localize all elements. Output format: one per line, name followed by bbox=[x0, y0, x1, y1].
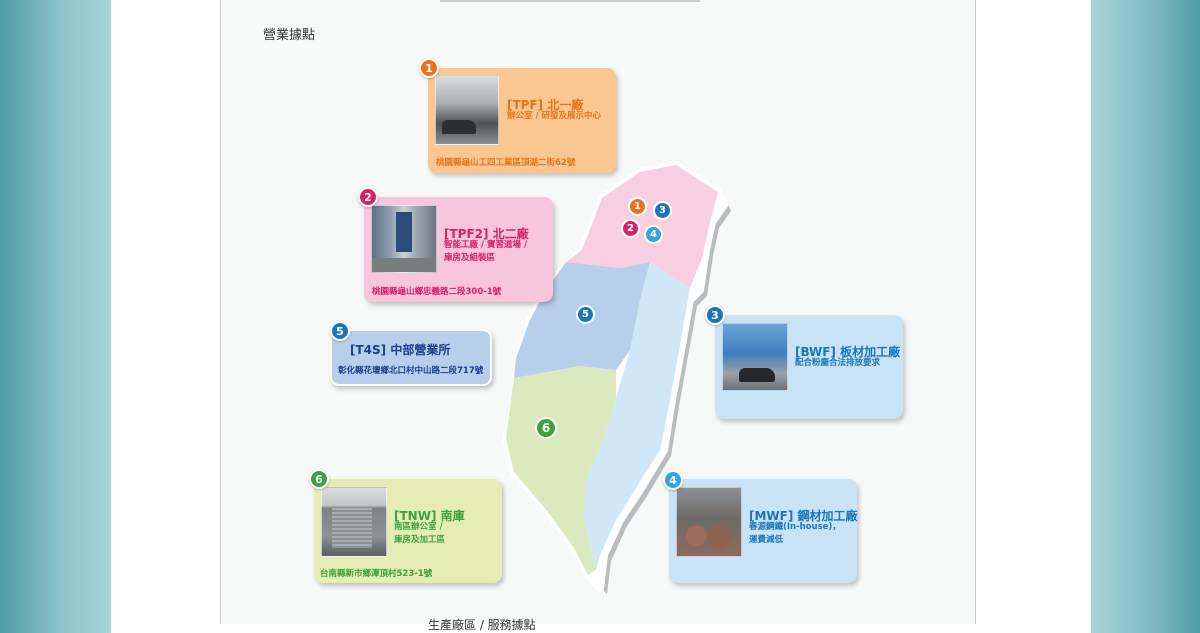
location-card-mwf[interactable]: [MWF] 鋼材加工廠 春源鋼鐵(In-house)， 運費減低 bbox=[669, 479, 858, 583]
location-badge-2: 2 bbox=[358, 187, 378, 207]
map-region-south bbox=[506, 366, 616, 575]
location-name: [TPF2] 北二廠 bbox=[444, 227, 529, 241]
location-name: [BWF] 板材加工廠 bbox=[795, 345, 901, 359]
location-card-t4s[interactable]: [T4S] 中部營業所 彰化縣花壇鄉北口村中山路二段717號 bbox=[330, 329, 492, 386]
location-badge-5: 5 bbox=[330, 321, 350, 341]
location-badge-1: 1 bbox=[419, 58, 439, 78]
location-desc: 南區辦公室 / 庫房及加工區 bbox=[394, 522, 446, 545]
map-marker-2[interactable]: 2 bbox=[621, 219, 640, 238]
location-card-tnw[interactable]: [TNW] 南庫 南區辦公室 / 庫房及加工區 台南縣新市鄉潭頂村523-1號 bbox=[314, 479, 502, 583]
map-marker-5[interactable]: 5 bbox=[576, 305, 595, 324]
map-marker-1[interactable]: 1 bbox=[628, 197, 647, 216]
location-desc: 配合粉塵合法排放要求 bbox=[795, 358, 881, 368]
location-address: 桃園縣龜山工四工業區頂湖二街62號 bbox=[436, 158, 576, 168]
location-badge-3: 3 bbox=[705, 305, 725, 325]
map-region-east bbox=[584, 262, 690, 570]
location-name: [TNW] 南庫 bbox=[394, 509, 465, 523]
location-name: [T4S] 中部營業所 bbox=[350, 343, 451, 357]
location-desc: 辦公室 / 研發及展示中心 bbox=[507, 111, 602, 121]
location-card-tpf[interactable]: [TPF] 北一廠 辦公室 / 研發及展示中心 桃園縣龜山工四工業區頂湖二街62… bbox=[428, 68, 616, 173]
bwf-photo bbox=[722, 323, 788, 391]
map-marker-6[interactable]: 6 bbox=[535, 417, 557, 439]
location-address: 彰化縣花壇鄉北口村中山路二段717號 bbox=[338, 366, 484, 376]
map-marker-3[interactable]: 3 bbox=[653, 201, 672, 220]
map-marker-4[interactable]: 4 bbox=[644, 225, 663, 244]
top-divider bbox=[440, 0, 700, 2]
location-badge-4: 4 bbox=[663, 470, 683, 490]
location-card-bwf[interactable]: [BWF] 板材加工廠 配合粉塵合法排放要求 bbox=[715, 315, 903, 419]
section-title: 營業據點 bbox=[263, 28, 316, 43]
location-address: 桃園縣龜山鄉忠義路二段300-1號 bbox=[372, 287, 502, 297]
mwf-photo bbox=[676, 487, 742, 557]
tnw-photo bbox=[321, 487, 387, 557]
tpf2-photo bbox=[371, 205, 437, 273]
location-desc: 春源鋼鐵(In-house)， 運費減低 bbox=[749, 522, 841, 545]
location-address: 台南縣新市鄉潭頂村523-1號 bbox=[320, 569, 433, 579]
location-name: [TPF] 北一廠 bbox=[507, 98, 584, 112]
tpf-photo bbox=[435, 75, 499, 145]
bottom-section-title: 生產廠區 / 服務據點 bbox=[428, 618, 536, 632]
location-card-tpf2[interactable]: [TPF2] 北二廠 智能工廠 / 實習道場 / 庫房及組裝區 桃園縣龜山鄉忠義… bbox=[364, 197, 553, 302]
map-region-north bbox=[566, 165, 718, 288]
location-desc: 智能工廠 / 實習道場 / 庫房及組裝區 bbox=[444, 240, 528, 263]
location-name: [MWF] 鋼材加工廠 bbox=[749, 509, 858, 523]
location-badge-6: 6 bbox=[309, 469, 329, 489]
